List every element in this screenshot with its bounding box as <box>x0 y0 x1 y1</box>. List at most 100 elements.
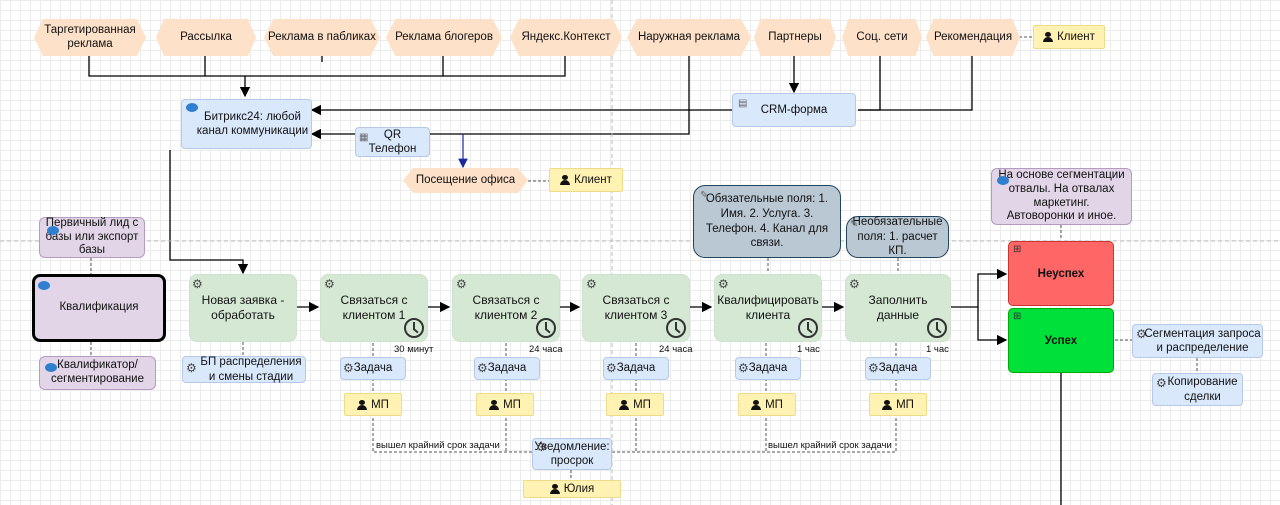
qualification-node[interactable]: Квалификация <box>32 274 166 342</box>
gear-icon: ⚙ <box>186 361 197 375</box>
segmentation-request-label: Сегментация запроса и распределение <box>1144 327 1261 354</box>
step-label: Связаться с клиентом 1 <box>340 293 408 322</box>
source-targeted-ads[interactable]: Таргетированная реклама <box>34 19 146 56</box>
task-label: Задача <box>487 362 527 375</box>
source-mailing[interactable]: Рассылка <box>156 19 256 56</box>
clock-icon <box>404 318 424 338</box>
primary-lead-node[interactable]: Первичный лид с базы или экспорт базы <box>39 217 145 258</box>
person-icon <box>549 484 560 494</box>
mp-2[interactable]: МП <box>476 393 534 416</box>
mp-3[interactable]: МП <box>606 393 664 416</box>
mp-4[interactable]: МП <box>738 393 796 416</box>
qr-phone-node[interactable]: QR Телефон <box>355 127 430 157</box>
gear-icon: ⚙ <box>343 361 354 375</box>
copy-deal-label: Копирование сделки <box>1167 376 1238 403</box>
source-partners[interactable]: Партнеры <box>754 19 836 56</box>
step-fill-data[interactable]: Заполнить данные <box>845 274 951 342</box>
step-label: Связаться с клиентом 3 <box>602 293 670 322</box>
step-label: Квалифицировать клиента <box>717 293 819 322</box>
step-label: Связаться с клиентом 2 <box>472 293 540 322</box>
step-label: Новая заявка - обработать <box>201 293 285 322</box>
person-icon <box>619 399 630 410</box>
gear-icon: ⚙ <box>868 361 879 375</box>
segmentation-note-label: На основе сегментации отвалы. На отвалах… <box>998 168 1125 223</box>
source-recommendation[interactable]: Рекомендация <box>926 19 1020 56</box>
task-label: Задача <box>748 362 788 375</box>
source-blogger-ads[interactable]: Реклама блогеров <box>386 19 502 56</box>
gear-icon: ⚙ <box>192 277 203 291</box>
julia-box[interactable]: Юлия <box>523 480 621 498</box>
step-time: 24 часа <box>529 344 563 355</box>
mp-1[interactable]: МП <box>344 393 402 416</box>
task-2[interactable]: Задача <box>474 357 540 380</box>
chat-icon <box>38 281 50 290</box>
clock-icon <box>798 318 818 338</box>
success-node[interactable]: Успех <box>1008 308 1114 373</box>
pencil-icon: ✎ <box>700 190 709 201</box>
task-label: Задача <box>616 362 656 375</box>
clock-icon <box>927 318 947 338</box>
step-new-lead[interactable]: Новая заявка - обработать <box>189 274 297 342</box>
source-public-ads[interactable]: Реклама в пабликах <box>264 19 380 56</box>
bitrix-node[interactable]: Битрикс24: любой канал коммуникации <box>181 99 312 149</box>
segmentation-note[interactable]: На основе сегментации отвалы. На отвалах… <box>991 168 1132 225</box>
gear-icon: ⚙ <box>477 361 488 375</box>
qr-icon: ▦ <box>359 132 369 143</box>
person-icon <box>751 399 762 410</box>
task-1[interactable]: Задача <box>340 357 406 380</box>
bp-label: БП распределения и смены стадии <box>200 356 302 383</box>
gear-icon: ⚙ <box>1156 376 1167 390</box>
task-label: Задача <box>878 362 918 375</box>
qualifier-node[interactable]: Квалификатор/ сегментирование <box>39 356 156 390</box>
client-label: Клиент <box>1057 31 1095 43</box>
step-time: 1 час <box>926 344 949 355</box>
gear-icon: ⚙ <box>456 277 467 291</box>
chat-icon <box>186 103 198 112</box>
task-4[interactable]: Задача <box>735 357 801 380</box>
client-label: Клиент <box>574 174 612 186</box>
optional-fields-note[interactable]: Необязательные поля: 1. расчет КП. <box>846 216 949 258</box>
office-visit-node[interactable]: Посещение офиса <box>403 168 528 193</box>
julia-label: Юлия <box>563 483 595 495</box>
segmentation-request-node[interactable]: Сегментация запроса и распределение <box>1132 324 1263 358</box>
form-icon: ▤ <box>738 98 748 109</box>
clock-icon <box>666 318 686 338</box>
optional-fields-label: Необязательные поля: 1. расчет КП. <box>852 215 943 258</box>
success-label: Успех <box>1044 334 1078 347</box>
person-icon <box>357 399 368 410</box>
hierarchy-icon: ⊞ <box>1013 244 1022 255</box>
person-icon <box>560 175 571 185</box>
copy-deal-node[interactable]: Копирование сделки <box>1152 373 1243 406</box>
notification-node[interactable]: Уведомление: просрок <box>532 438 612 470</box>
pencil-icon: ✎ <box>850 219 859 230</box>
crm-form-node[interactable]: CRM-форма <box>732 93 856 127</box>
qualification-label: Квалификация <box>59 301 139 314</box>
task-5[interactable]: Задача <box>865 357 931 380</box>
fail-node[interactable]: Неуспех <box>1008 241 1114 306</box>
gear-icon: ⚙ <box>324 277 335 291</box>
gear-icon: ⚙ <box>718 277 729 291</box>
task-3[interactable]: Задача <box>603 357 669 380</box>
source-yandex-context[interactable]: Яндекс.Контекст <box>510 19 622 56</box>
source-outdoor-ads[interactable]: Наружная реклама <box>627 19 751 56</box>
gear-icon: ⚙ <box>536 440 547 454</box>
mp-label: МП <box>896 398 914 411</box>
mp-5[interactable]: МП <box>869 393 927 416</box>
client-box-office[interactable]: Клиент <box>549 168 623 192</box>
chat-icon <box>997 176 1009 185</box>
mp-label: МП <box>633 398 651 411</box>
bp-node[interactable]: БП распределения и смены стадии <box>182 356 306 383</box>
required-fields-note[interactable]: Обязательные поля: 1. Имя. 2. Услуга. 3.… <box>693 185 841 258</box>
client-box-top[interactable]: Клиент <box>1033 25 1105 49</box>
deadline-note-right: вышел крайний срок задачи <box>768 440 892 451</box>
required-fields-label: Обязательные поля: 1. Имя. 2. Услуга. 3.… <box>705 192 829 250</box>
mp-label: МП <box>371 398 389 411</box>
source-social[interactable]: Соц. сети <box>842 19 922 56</box>
step-label: Заполнить данные <box>868 293 928 322</box>
chat-icon <box>47 226 59 235</box>
qualifier-label: Квалификатор/ сегментирование <box>50 359 145 385</box>
primary-lead-label: Первичный лид с базы или экспорт базы <box>45 216 139 257</box>
gear-icon: ⚙ <box>849 277 860 291</box>
qr-label: QR Телефон <box>368 128 417 155</box>
crm-form-label: CRM-форма <box>760 103 828 116</box>
